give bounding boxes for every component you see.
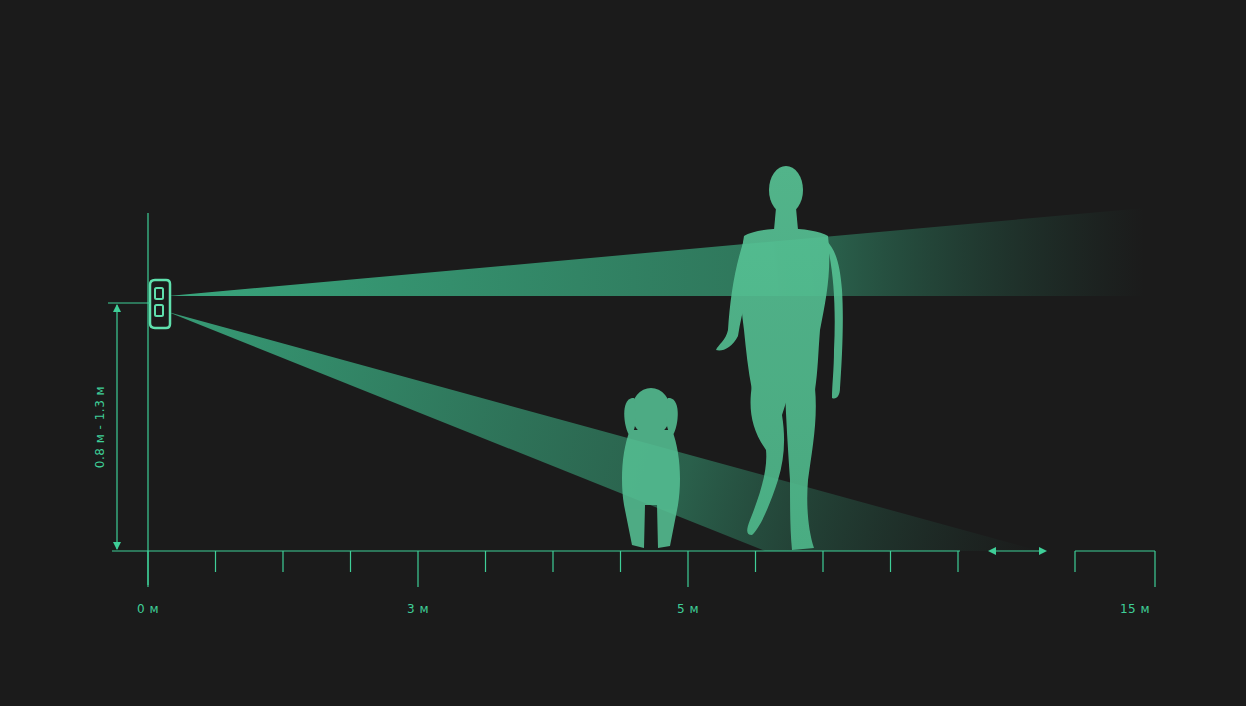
dimension-arrowheads bbox=[113, 304, 121, 550]
range-arrowheads bbox=[988, 547, 1047, 555]
axis-tick bbox=[755, 551, 756, 572]
axis-tick bbox=[350, 551, 351, 572]
axis-tick bbox=[890, 551, 891, 572]
axis-tick bbox=[147, 551, 148, 587]
axis-tick bbox=[957, 551, 958, 572]
distance-axis bbox=[112, 551, 1155, 587]
axis-tick bbox=[620, 551, 621, 572]
dimension-lines bbox=[108, 213, 1040, 585]
dog-figure bbox=[622, 388, 680, 548]
axis-tick bbox=[215, 551, 216, 572]
axis-tick bbox=[282, 551, 283, 572]
axis-tick bbox=[485, 551, 486, 572]
motion-sensor bbox=[150, 280, 170, 328]
axis-tick bbox=[822, 551, 823, 572]
distance-label: 3 м bbox=[407, 602, 429, 616]
distance-label: 0 м bbox=[137, 602, 159, 616]
axis-tick bbox=[687, 551, 688, 587]
distance-label: 5 м bbox=[677, 602, 699, 616]
axis-tick bbox=[417, 551, 418, 587]
person-figure bbox=[716, 166, 843, 550]
height-dimension: 0.8 м - 1.3 м bbox=[93, 386, 107, 468]
axis-tick bbox=[552, 551, 553, 572]
upper-beam bbox=[168, 208, 1145, 296]
lower-beam bbox=[168, 312, 1040, 551]
distance-label: 15 м bbox=[1120, 602, 1150, 616]
